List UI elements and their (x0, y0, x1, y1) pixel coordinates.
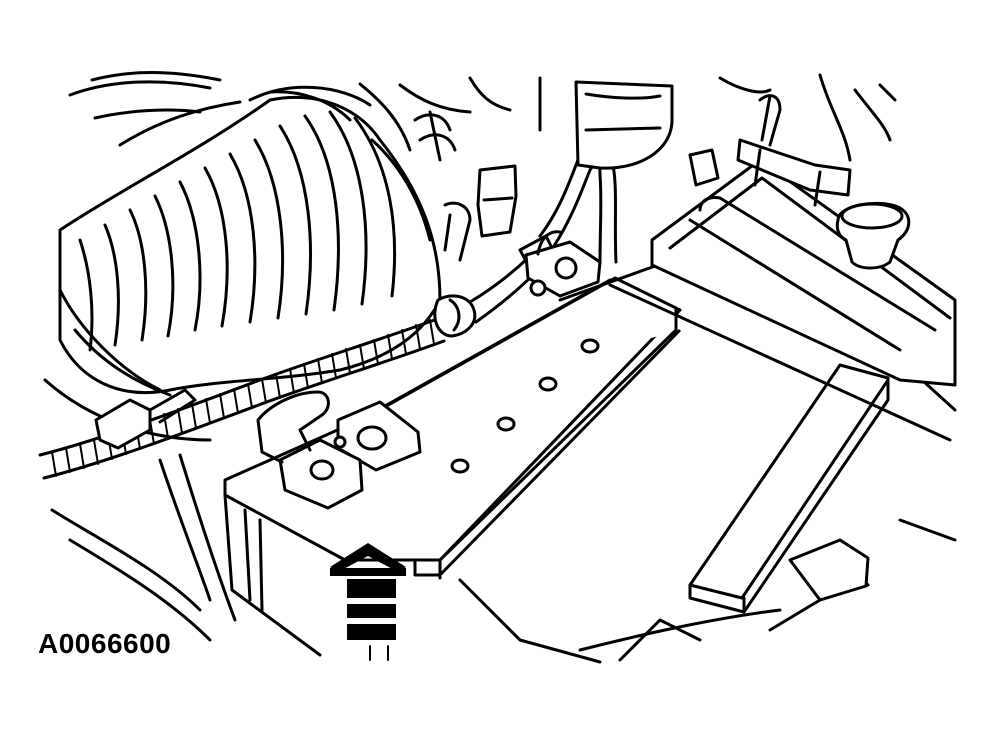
coolant-reservoir (650, 94, 957, 387)
negative-terminal-clamp (256, 390, 364, 510)
hose-clamp (413, 110, 472, 262)
figure-id-label: A0066600 (38, 628, 172, 659)
battery-tray-rail (458, 248, 957, 664)
up-arrow-icon (330, 543, 406, 661)
duct-housing (50, 453, 237, 642)
connector-block (476, 80, 674, 238)
wiring-harness (38, 294, 477, 480)
air-intake-duct (43, 85, 442, 442)
positive-terminal-clamp (524, 230, 602, 298)
